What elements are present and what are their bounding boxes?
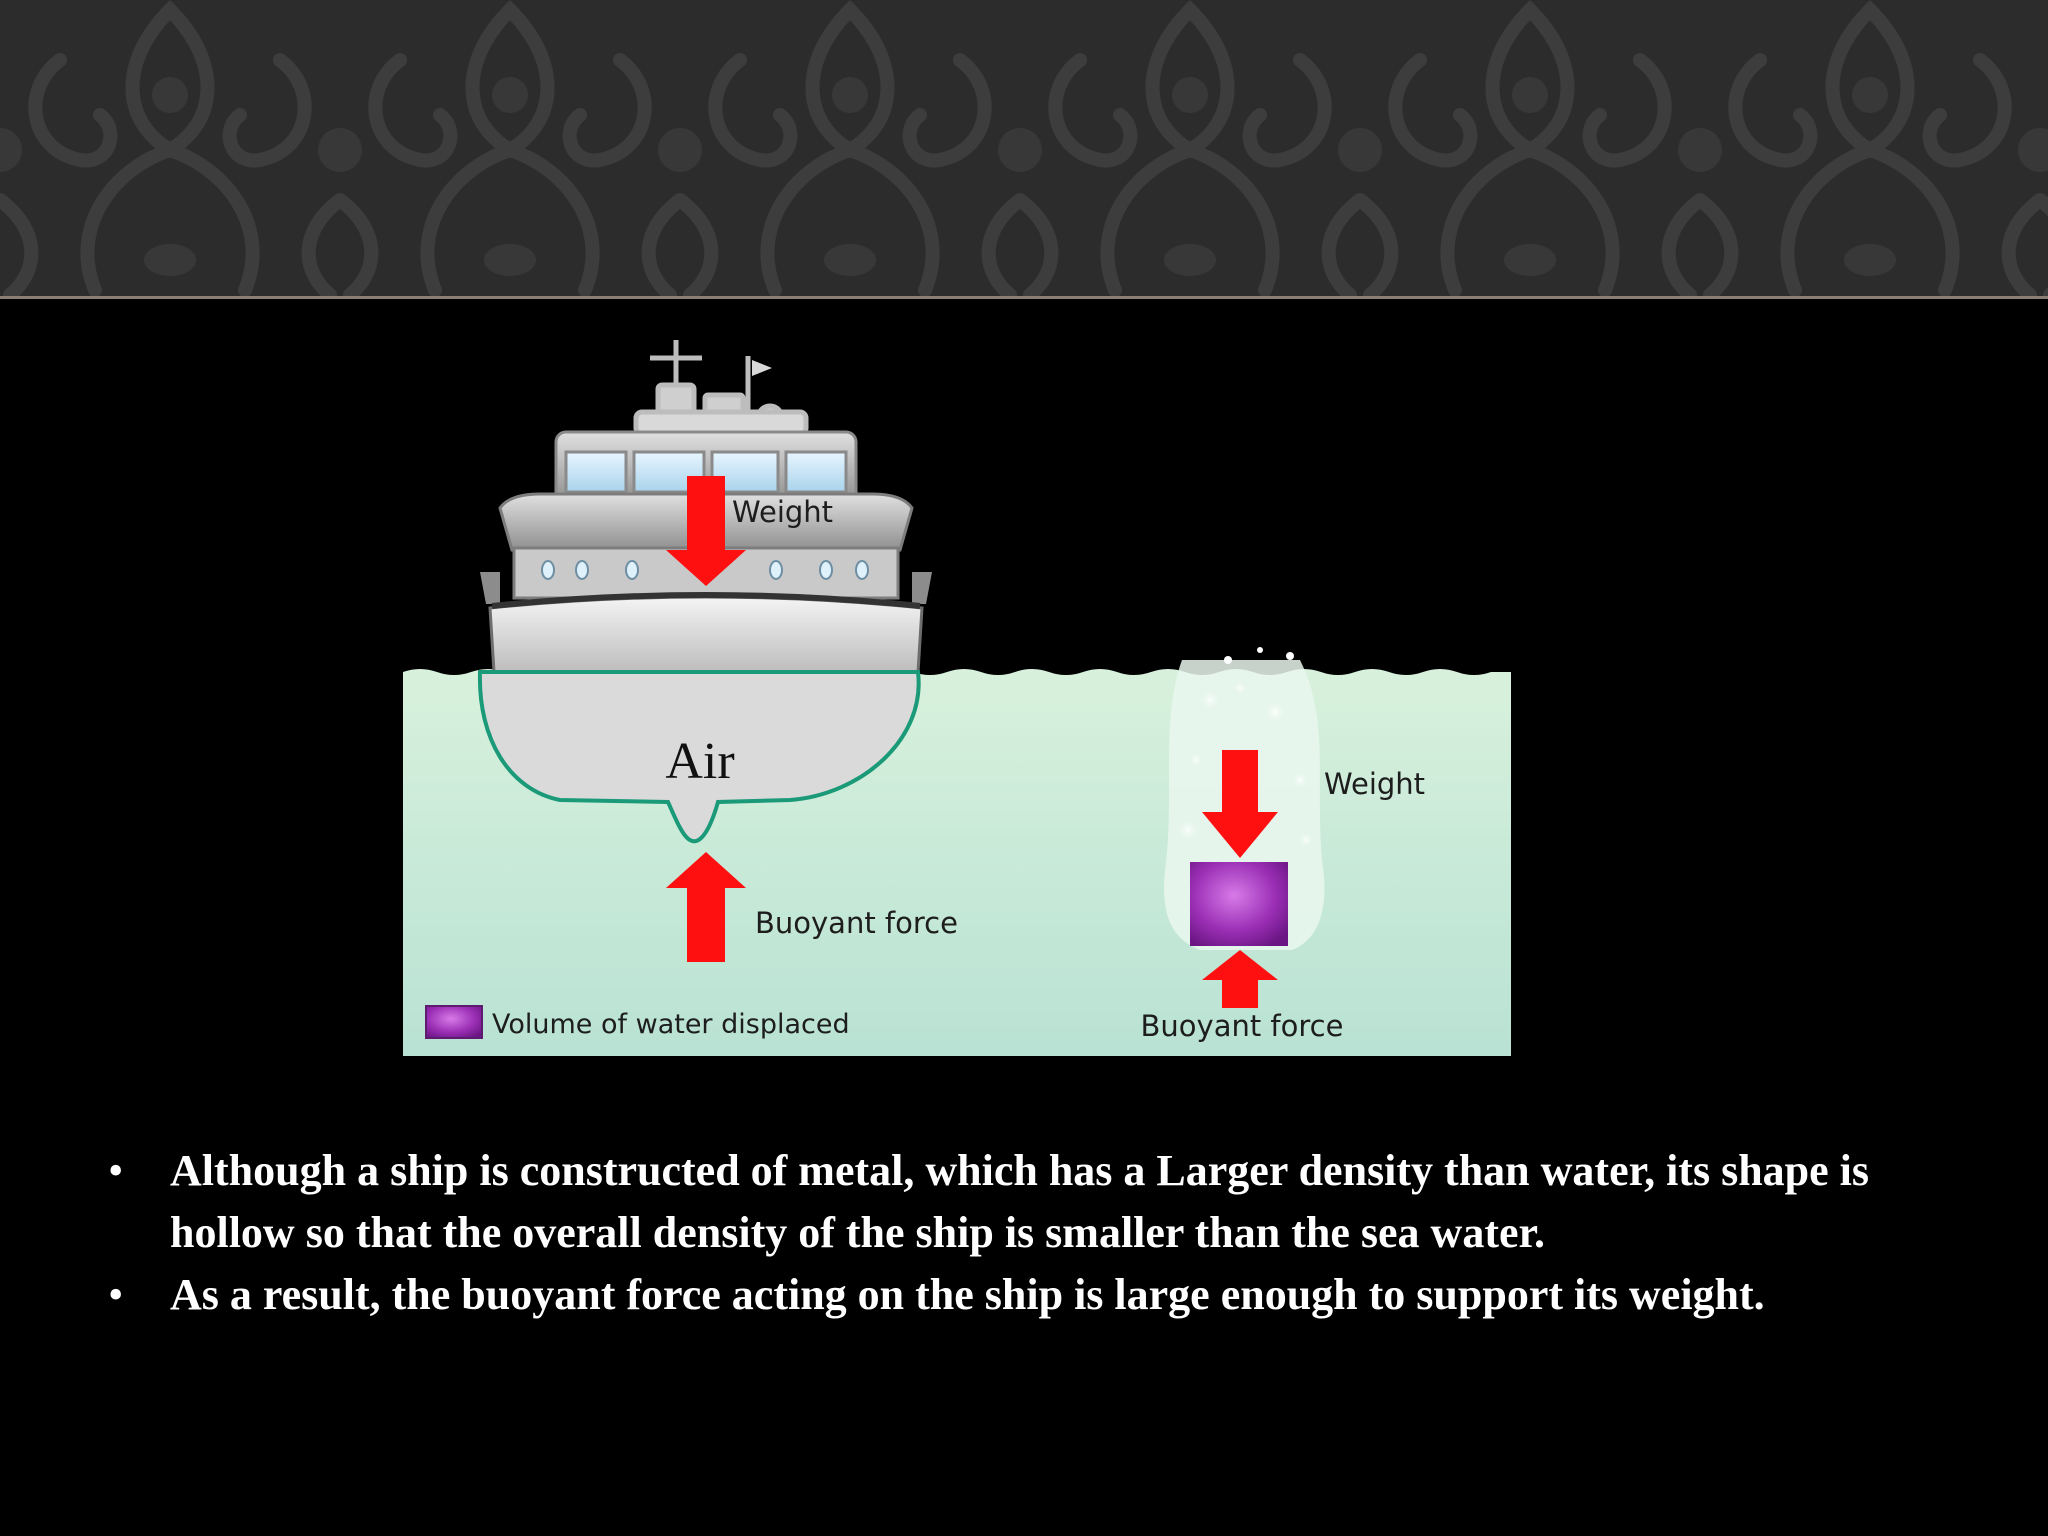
ship-hull-stripe (491, 592, 921, 609)
displaced-water-block (1190, 862, 1288, 946)
ship-buoyant-arrow (666, 852, 746, 962)
ship-rail-left (480, 572, 500, 604)
ship (480, 340, 932, 674)
legend-swatch (425, 1005, 483, 1039)
legend-label: Volume of water displaced (492, 1009, 850, 1040)
block-buoyant-arrow (1202, 950, 1278, 1008)
bullet-text: As a result, the buoyant force acting on… (170, 1270, 1765, 1319)
bullet-text: Although a ship is constructed of metal,… (170, 1146, 1870, 1257)
block-weight-label: Weight (1324, 767, 1425, 801)
banner-divider (0, 296, 2048, 299)
block-buoyant-label: Buoyant force (1141, 1009, 1344, 1043)
bullet-item: • Although a ship is constructed of meta… (108, 1140, 1908, 1264)
damask-header-banner (0, 0, 2048, 296)
bullet-item: • As a result, the buoyant force acting … (108, 1264, 1908, 1326)
ship-buoyant-label: Buoyant force (755, 906, 958, 940)
ship-submerged-hull (477, 670, 921, 844)
bullet-marker: • (108, 1146, 124, 1195)
air-label: Air (665, 733, 734, 790)
damask-pattern (0, 0, 2048, 296)
ship-weight-label: Weight (732, 495, 833, 529)
bullet-marker: • (108, 1270, 124, 1319)
block-weight-arrow (1202, 750, 1278, 858)
ship-weight-arrow (666, 476, 746, 586)
portholes (541, 560, 869, 580)
bullet-list: • Although a ship is constructed of meta… (108, 1140, 1908, 1326)
ship-hull-upper (488, 595, 924, 674)
ship-rail-right (912, 572, 932, 604)
ship-mast (633, 340, 809, 437)
